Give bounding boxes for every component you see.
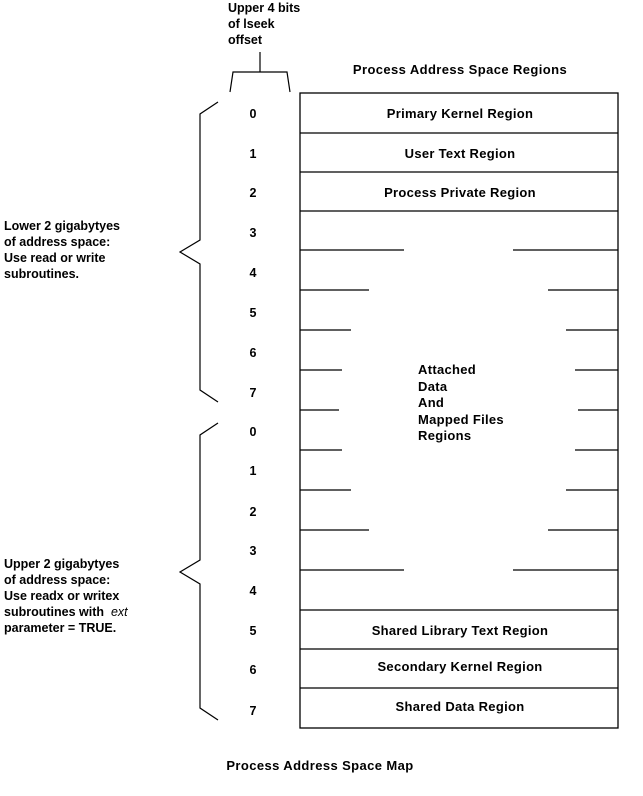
segment-number: 1: [249, 464, 257, 478]
attached-data-region: Attached Data And Mapped Files Regions: [418, 362, 548, 445]
lseek-offset-label: Upper 4 bits of lseek offset: [228, 0, 308, 48]
segment-number: 5: [249, 306, 257, 320]
attached-label-line: Mapped Files: [418, 411, 504, 427]
description-line: of address space:: [4, 573, 111, 587]
segment-number: 2: [249, 505, 257, 519]
segment-number: 7: [249, 386, 257, 400]
lseek-label-line: Upper 4 bits: [228, 1, 301, 15]
top-bracket: [229, 52, 291, 93]
segment-number: 0: [249, 425, 257, 439]
attached-label-line: Data: [418, 378, 448, 394]
lseek-label-line: of lseek: [228, 17, 275, 31]
lseek-label-line: offset: [228, 33, 263, 47]
segment-number: 3: [249, 544, 257, 558]
lower-brace: [178, 101, 219, 403]
segment-number: 4: [249, 266, 257, 280]
attached-label-line: Attached: [418, 362, 477, 377]
shared-data-region: Shared Data Region: [395, 699, 525, 714]
description-line: Upper 2 gigabytyes: [4, 557, 120, 571]
secondary-kernel-region: Secondary Kernel Region: [377, 659, 543, 674]
segment-number: 6: [249, 663, 257, 677]
lower-address-description: Lower 2 gigabytyes of address space: Use…: [4, 218, 179, 282]
segment-number: 4: [249, 584, 257, 598]
attached-label-line: Regions: [418, 428, 472, 443]
figure-caption: Process Address Space Map: [226, 758, 414, 773]
segment-number: 1: [249, 147, 257, 161]
segment-number: 5: [249, 624, 257, 638]
primary-kernel-region: Primary Kernel Region: [386, 106, 534, 121]
description-line: Use readx or writex: [4, 589, 120, 603]
partial-dividers: [300, 249, 618, 571]
description-line: Lower 2 gigabytyes: [4, 219, 121, 233]
upper-address-description: Upper 2 gigabytyes of address space: Use…: [4, 556, 194, 636]
description-line: parameter = TRUE.: [4, 621, 117, 635]
attached-label-line: And: [418, 395, 445, 410]
process-private-region: Process Private Region: [384, 185, 536, 200]
segment-number: 6: [249, 346, 257, 360]
map-title: Process Address Space Regions: [352, 62, 568, 77]
description-line: subroutines.: [4, 267, 80, 281]
user-text-region: User Text Region: [404, 146, 516, 161]
description-line: of address space:: [4, 235, 111, 249]
segment-number: 2: [249, 186, 257, 200]
description-text: subroutines with: [4, 605, 104, 619]
description-line: Use read or write: [4, 251, 106, 265]
upper-brace: [178, 422, 219, 721]
description-line: subroutines with ext: [4, 604, 194, 620]
shared-library-text-region: Shared Library Text Region: [371, 623, 549, 638]
segment-number: 7: [249, 704, 257, 718]
segment-number: 3: [249, 226, 257, 240]
ext-word: ext: [110, 605, 128, 619]
segment-number: 0: [249, 107, 257, 121]
